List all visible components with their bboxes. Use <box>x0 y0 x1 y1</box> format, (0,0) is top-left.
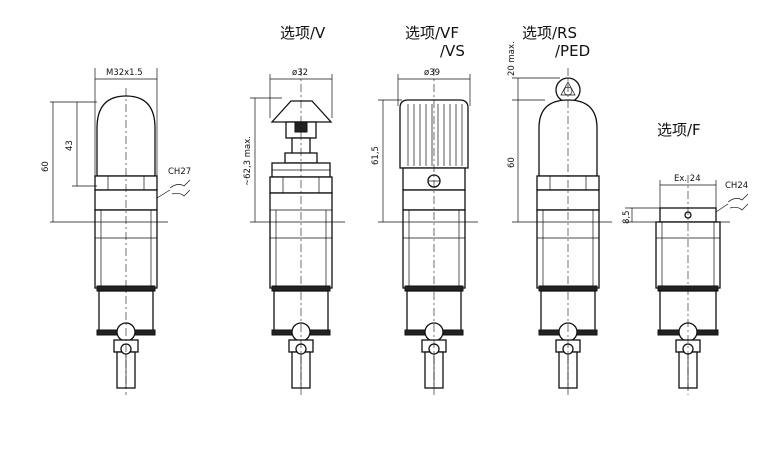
valve-standard: M32x1.5 43 60 CH27 <box>41 68 191 395</box>
dim-wrench-ch24: CH24 <box>725 181 748 191</box>
dim-wrench-ch27: CH27 <box>168 167 191 177</box>
option-vs-label: /VS <box>440 42 465 60</box>
option-ped-label: /PED <box>555 42 590 60</box>
valve-option-vf-vs: ø39 61,5 <box>371 68 478 395</box>
option-rs-label: 选项/RS <box>522 24 577 42</box>
dim-height-60: 60 <box>41 161 51 172</box>
valve-option-f: Ex. 24 8,5 CH24 <box>622 174 749 395</box>
dim-dia-32: ø32 <box>292 68 308 78</box>
option-vf-label: 选项/VF <box>405 24 459 42</box>
dim-height-61-5: 61,5 <box>371 146 381 165</box>
dim-height-62-3-max: ~62,3 max. <box>243 136 253 186</box>
dim-height-8-5: 8,5 <box>622 210 632 224</box>
dim-height-60-rs: 60 <box>507 157 517 168</box>
dim-dia-39: ø39 <box>424 68 440 78</box>
valve-option-v: ø32 ~62,3 max. <box>243 68 345 395</box>
dim-height-20-max: 20 max. <box>507 41 517 76</box>
dim-thread-m32: M32x1.5 <box>106 68 143 78</box>
dim-height-43: 43 <box>65 140 75 151</box>
valve-option-rs-ped: 20 max. 60 <box>507 41 612 395</box>
dim-ex-24: Ex. 24 <box>674 174 701 184</box>
option-v-label: 选项/V <box>280 24 326 42</box>
option-f-label: 选项/F <box>657 121 701 139</box>
